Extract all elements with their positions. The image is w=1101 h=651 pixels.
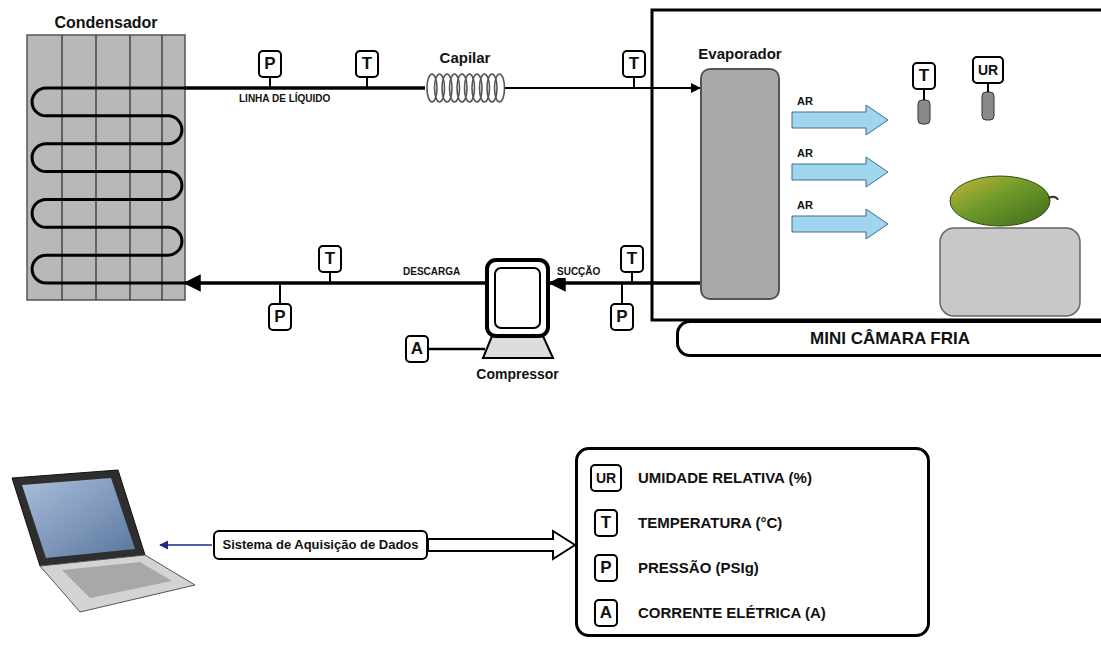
fin-line	[95, 35, 96, 300]
air-label: AR	[797, 199, 813, 212]
component-label: Capilar	[440, 49, 491, 66]
sensor-symbol: T	[325, 249, 335, 269]
component-label: Compressor	[476, 366, 558, 382]
fin-line	[129, 35, 130, 300]
legend-text: TEMPERATURA (°C)	[638, 514, 782, 531]
fin-line	[61, 35, 62, 300]
compressor-inner	[495, 268, 540, 328]
legend-text: UMIDADE RELATIVA (%)	[638, 469, 812, 486]
air-arrow	[792, 157, 888, 187]
air-arrow	[792, 105, 888, 135]
refrigerant-line	[550, 281, 700, 285]
sensor-symbol: P	[600, 558, 611, 578]
legend-symbol: A	[594, 599, 618, 627]
data-link	[160, 544, 212, 546]
temperature-sensor: T	[620, 245, 644, 273]
laptop-base	[40, 555, 195, 612]
sensor-symbol: A	[411, 339, 423, 359]
legend-box: UMIDADE RELATIVA (%) TEMPERATURA (°C) PRES…	[575, 447, 930, 637]
sensor-symbol: P	[274, 307, 285, 327]
sensor-symbol: UR	[596, 470, 616, 486]
condenser-body	[27, 35, 185, 300]
papaya-stem	[1048, 197, 1058, 200]
pressure-sensor: P	[268, 303, 292, 331]
probe-wire	[987, 84, 989, 92]
sensor-stem	[633, 78, 635, 88]
legend-symbol: T	[594, 509, 618, 537]
air-label: AR	[797, 95, 813, 108]
pressure-sensor: P	[258, 50, 282, 78]
data-acquisition-box: Sistema de Aquisição de Dados	[213, 530, 428, 560]
evaporator: Evaporador	[700, 68, 780, 300]
cold-room-wall	[652, 10, 1101, 320]
temperature-sensor: T	[622, 50, 646, 78]
sensor-stem	[279, 283, 281, 303]
compressor-base	[483, 336, 553, 358]
component-label: Sistema de Aquisição de Dados	[222, 538, 418, 553]
sensor-symbol: T	[919, 66, 929, 86]
component-label: Condensador	[54, 14, 157, 32]
capillary-tube: Capilar	[425, 72, 505, 104]
refrigerant-line	[185, 281, 485, 285]
current-sensor: A	[405, 335, 429, 363]
papaya	[950, 176, 1050, 226]
laptop-screen	[22, 478, 135, 558]
legend-text: PRESSÃO (PSIg)	[638, 559, 759, 576]
sensor-symbol: T	[627, 249, 637, 269]
fruit-stand	[940, 228, 1080, 316]
humidity-probe	[982, 92, 994, 120]
temperature-sensor: T	[355, 50, 379, 78]
component-label: MINI CÂMARA FRIA	[810, 329, 970, 349]
line-label: SUCÇÃO	[556, 266, 601, 278]
compressor-shell	[487, 260, 548, 336]
capillary-coil	[427, 74, 505, 102]
temperature-sensor: T	[318, 245, 342, 273]
refrigerant-line	[505, 87, 700, 89]
coil-turn	[495, 74, 505, 102]
cold-room-band: MINI CÂMARA FRIA	[676, 320, 1101, 357]
sensor-symbol: T	[362, 54, 372, 74]
refrigerant-line	[429, 348, 485, 351]
probe-wire	[923, 90, 925, 100]
sensor-symbol: UR	[978, 62, 998, 78]
legend-symbol: UR	[590, 464, 622, 492]
line-label: DESCARGA	[402, 266, 461, 278]
humidity-sensor: UR	[972, 56, 1004, 84]
sensor-symbol: P	[264, 54, 275, 74]
condenser: Condensador	[27, 35, 185, 300]
line-label: LINHA DE LÍQUIDO	[238, 93, 331, 105]
sensor-stem	[621, 283, 623, 303]
air-arrow	[792, 209, 888, 239]
compressor: Compressor	[485, 258, 550, 360]
temperature-probe	[918, 100, 930, 124]
laptop-keyboard	[62, 562, 172, 598]
air-label: AR	[797, 147, 813, 160]
sensor-symbol: T	[601, 513, 611, 533]
legend-symbol: P	[594, 554, 618, 582]
temperature-sensor: T	[912, 62, 936, 90]
signal-arrow	[428, 531, 575, 559]
condenser-coil	[32, 88, 185, 283]
sensor-symbol: P	[616, 307, 627, 327]
laptop-lid	[12, 470, 145, 566]
pressure-sensor: P	[610, 303, 634, 331]
fin-line	[161, 35, 162, 300]
legend-text: CORRENTE ELÉTRICA (A)	[638, 604, 826, 621]
refrigerant-line	[185, 86, 425, 90]
condenser-fins	[62, 35, 162, 300]
component-label: Evaporador	[698, 45, 781, 62]
sensor-symbol: A	[600, 603, 612, 623]
sensor-symbol: T	[629, 54, 639, 74]
